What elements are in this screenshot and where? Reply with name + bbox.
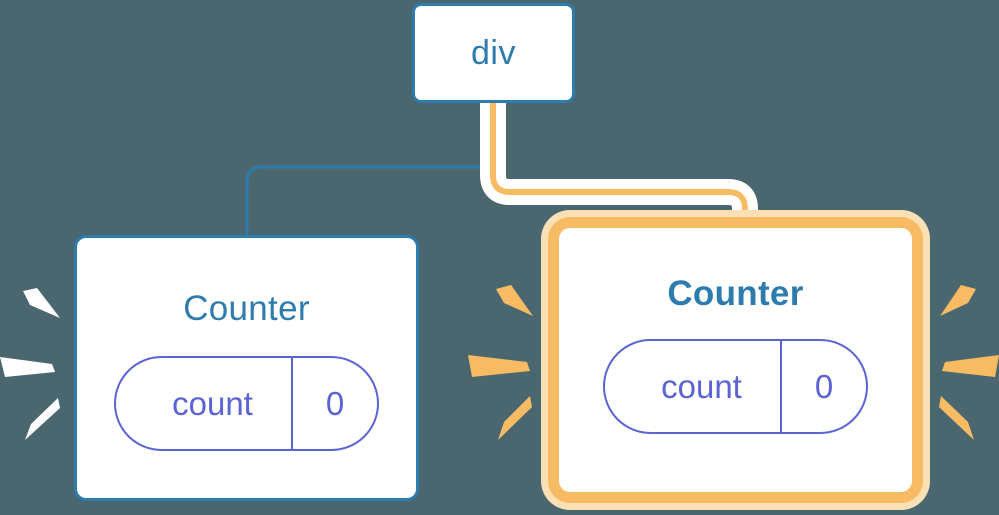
sparkle-icon <box>939 396 974 440</box>
node-counter-left[interactable]: Counter count 0 <box>74 235 419 501</box>
sparkle-group-right-right-orange <box>939 285 999 440</box>
sparkle-group-right-left-orange <box>468 285 533 440</box>
node-div[interactable]: div <box>412 3 575 103</box>
sparkle-icon <box>942 355 999 377</box>
sparkle-icon <box>0 357 55 377</box>
counter-right-state-value: 0 <box>780 341 866 432</box>
counter-right-state-key: count <box>661 368 742 405</box>
counter-left-state-key: count <box>172 385 253 422</box>
sparkle-group-left-white <box>0 288 60 440</box>
counter-left-title: Counter <box>183 289 310 328</box>
edge-div-to-counter-right <box>490 100 748 235</box>
sparkle-icon <box>498 396 532 440</box>
node-counter-right[interactable]: Counter count 0 <box>548 217 923 503</box>
sparkle-icon <box>496 285 533 316</box>
counter-right-state-pill[interactable]: count 0 <box>603 339 868 434</box>
sparkle-icon <box>25 398 60 440</box>
sparkle-icon <box>23 288 60 318</box>
sparkle-icon <box>468 355 530 377</box>
sparkle-icon <box>940 285 976 316</box>
counter-right-title: Counter <box>667 274 804 313</box>
counter-left-state-value: 0 <box>291 358 377 449</box>
node-div-label: div <box>471 34 516 72</box>
counter-left-state-pill[interactable]: count 0 <box>114 356 379 451</box>
